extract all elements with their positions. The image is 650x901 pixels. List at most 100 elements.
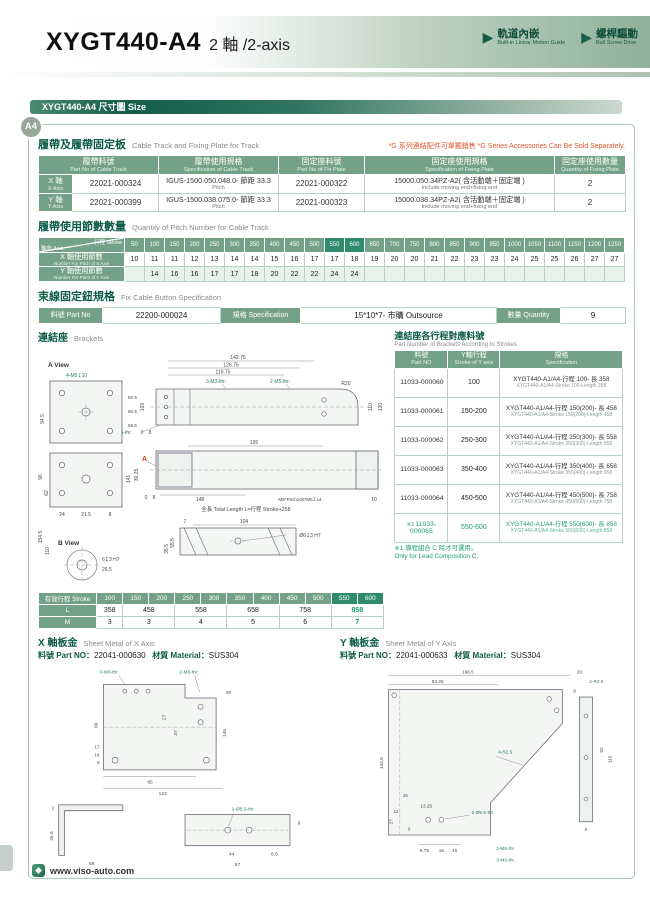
dim-label: 20: [226, 690, 232, 696]
page-edge-tab: [0, 845, 13, 871]
stroke-cell: 550-600: [447, 512, 501, 543]
spec-label: 規格 Specification: [220, 306, 301, 324]
dim-label: 8: [573, 688, 576, 694]
dim-label: 12: [394, 809, 399, 814]
stroke-header-cell: 300: [200, 591, 228, 605]
stroke-header-cell: 750: [404, 237, 425, 254]
table-row: 11033-000061 150-200 XYGT440-A1/A4-行程 15…: [394, 396, 624, 427]
sheet-x-material: SUS304: [208, 650, 239, 660]
stroke-header-label: 有效行程 Stroke: [37, 591, 98, 605]
radius-callout: 4-R2.5: [498, 749, 513, 755]
y-pitch-cell: [444, 266, 465, 282]
stroke-cell: 150-200: [447, 396, 501, 427]
dim-label: 8: [149, 430, 152, 436]
thread-callout: M6*Pitch100*M6↧14: [278, 497, 322, 502]
part-no-cell: 11033-000064: [394, 483, 449, 514]
dim-label: 8: [153, 495, 156, 501]
stroke-header-cell: 500: [304, 591, 332, 605]
section-marker-a: A: [142, 456, 147, 463]
stroke-header-cell: 250: [204, 237, 225, 254]
x-pitch-cell: 11: [144, 252, 165, 268]
dim-label: 6.5: [271, 851, 278, 857]
section-button-heading: 束線固定鈕規格 Fix Cable Button Specification: [38, 288, 625, 304]
x-pitch-cell: 17: [324, 252, 345, 268]
section-title-en: Brackets: [74, 333, 104, 343]
section-track-heading: 履帶及履帶固定板 Cable Track and Fixing Plate fo…: [38, 136, 625, 152]
dim-label: 26.5: [49, 831, 55, 841]
dim-label: 10: [371, 497, 377, 503]
x-pitch-cell: 17: [304, 252, 325, 268]
section-title-zh: X 軸板金: [38, 637, 78, 649]
dim-label: 126.75: [223, 362, 239, 368]
table-row: 11033-000062 250-300 XYGT440-A1/A4-行程 25…: [394, 425, 624, 456]
feature-badge-screw: ▶ 螺桿驅動 Ball Screw Drive: [581, 28, 638, 46]
x-pitch-cell: 13: [204, 252, 225, 268]
view-label-b: B View: [58, 540, 80, 547]
part-no-cell: ※111033-000065: [394, 512, 449, 543]
total-length-note: 全長 Total Length L=行程 Stroke+258: [201, 505, 290, 513]
y-pitch-cell: [464, 266, 485, 282]
bracket-parts-column: 連結座各行程對應料號 Part Number of Brackets Accor…: [394, 329, 625, 562]
y-pitch-cell: [384, 266, 405, 282]
spec-value: 15*10*7- 市購 Outsource: [300, 306, 497, 324]
dim-label: 123: [159, 791, 167, 797]
y-pitch-cell: [524, 266, 545, 282]
dim-label: 9.75: [420, 848, 430, 854]
stroke-header-cell: 100: [144, 237, 165, 254]
stroke-header-cell: 800: [424, 237, 445, 254]
brackets-technical-drawing: 142.75 126.75 110.75 3-M3-thr. 2-M5-thr.…: [38, 355, 384, 583]
sheet-metal-x-section: X 軸板金 Sheet Metal of X Axis 料號 Part NO：2…: [38, 634, 334, 872]
x-pitch-cell: 27: [584, 252, 605, 268]
y-pitch-cell: 17: [224, 266, 245, 282]
stroke-m-row: M 3 3 4 5 6 7: [37, 615, 385, 629]
badge-label-zh: 軌道內嵌: [497, 28, 540, 40]
badge-label-zh: 螺桿驅動: [596, 28, 638, 40]
section-title-en: Quantity of Pitch Number for Cable Track: [132, 223, 269, 233]
dim-label: 27: [162, 714, 168, 720]
page-header: XYGT440-A4 2 軸 /2-axis ▶ 軌道內嵌 Built-in L…: [0, 16, 650, 68]
section-sheet-y-heading: Y 軸板金 Sheet Metal of Y Axis: [340, 634, 625, 649]
m-value: 5: [226, 615, 280, 629]
dim-label: 154.5: [38, 530, 44, 543]
section-pitch-heading: 履帶使用節數數量 Quantity of Pitch Number for Ca…: [38, 218, 625, 234]
stroke-header-cell: 350: [226, 591, 254, 605]
thread-callout: 2-M5-thr.: [270, 379, 290, 385]
x-pitch-cell: 12: [184, 252, 205, 268]
stroke-header-cell: 600: [344, 237, 365, 254]
dim-label: 9: [408, 826, 411, 831]
stroke-header-cell: 100: [96, 591, 124, 605]
stroke-header-cell: 200: [184, 237, 205, 254]
m-value: 6: [278, 615, 332, 629]
stroke-header-cell: 400: [252, 591, 280, 605]
dim-label: 44: [229, 851, 235, 857]
y-pitch-cell: [604, 266, 625, 282]
website-url[interactable]: www.viso-auto.com: [50, 865, 135, 876]
sheet-x-part-no: 22041-000630: [94, 650, 146, 660]
dim-label: 166.5: [462, 669, 474, 675]
x-pitch-cell: 24: [504, 252, 525, 268]
section-title-zh: 連結座各行程對應料號: [394, 330, 485, 341]
dim-label: 60.5: [128, 409, 137, 414]
y-pitch-cell: 18: [244, 266, 265, 282]
hole-callout: 2-Ø5.5-thr.: [232, 806, 255, 812]
x-pitch-cell: 19: [364, 252, 385, 268]
stroke-header-cell: 1050: [524, 237, 545, 254]
y-pitch-cell: [504, 266, 525, 282]
dim-label: 145: [222, 728, 228, 736]
dim-label: 0: [141, 430, 144, 436]
track-part-no: 22021-000324: [72, 174, 159, 194]
dim-label: 110: [368, 402, 374, 410]
dim-label: 26.5: [102, 567, 112, 573]
stroke-header-cell: 150: [164, 237, 185, 254]
track-part-no: 22021-000399: [72, 192, 159, 213]
